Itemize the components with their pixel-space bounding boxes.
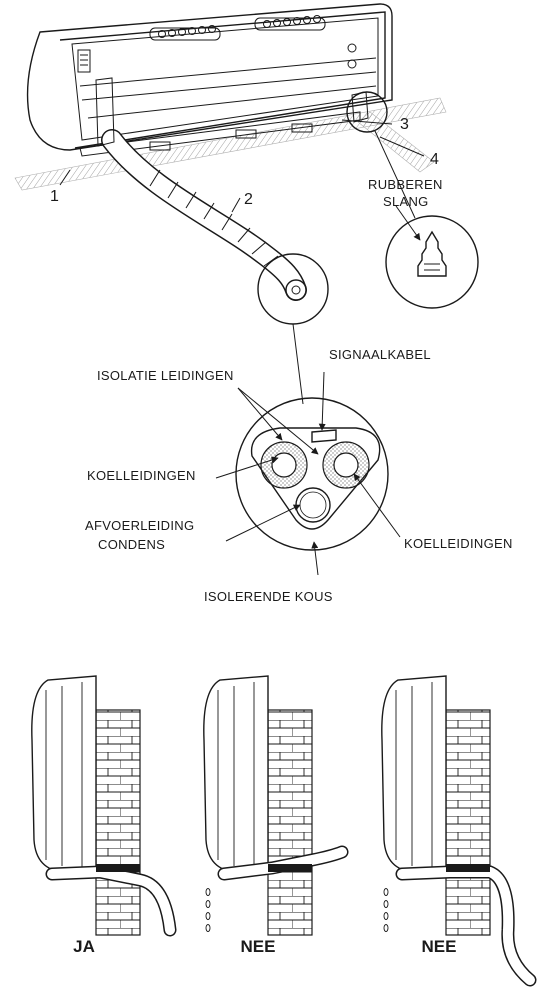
rubber-hose-detail-circle [385, 215, 479, 309]
wall-penetration [446, 864, 490, 872]
water-drip [205, 924, 211, 932]
refrigerant-pipe-left [271, 452, 297, 478]
wall-section-hatch-right [357, 111, 435, 173]
refrigerant-pipes-label-right: KOELLEIDINGEN [404, 536, 513, 551]
callout-1: 1 [50, 188, 59, 205]
signal-cable [311, 429, 337, 443]
water-drip [383, 912, 389, 920]
panel-3 [381, 675, 537, 987]
water-drip [383, 888, 389, 896]
refrigerant-pipe-right [333, 452, 359, 478]
drain-label-line1: AFVOERLEIDING [85, 518, 194, 533]
wall-penetration [96, 864, 140, 872]
pipe-wrap-bands [149, 169, 279, 267]
pipe-route [219, 847, 347, 879]
drain-label-line2: CONDENS [98, 537, 165, 552]
callout-2: 2 [244, 191, 253, 208]
brick-wall [95, 709, 141, 936]
pipe-insulation-label: ISOLATIE LEIDINGEN [97, 368, 234, 383]
wall-penetration [268, 864, 312, 872]
cross-section-circle [235, 397, 389, 551]
pipe-route [47, 866, 175, 935]
signal-cable-label: SIGNAALKABEL [329, 347, 431, 362]
verdict-ja: JA [73, 937, 95, 956]
brick-wall [445, 709, 491, 936]
verdict-nee-1: NEE [241, 937, 276, 956]
water-drip [205, 912, 211, 920]
pipe-route [397, 867, 535, 985]
panel-2 [203, 675, 349, 936]
insulating-sleeve-label: ISOLERENDE KOUS [204, 589, 333, 604]
water-drip [383, 900, 389, 908]
indoor-unit-side [31, 675, 97, 873]
indoor-unit-rear-view [14, 3, 479, 325]
refrigerant-pipes-label-left: KOELLEIDINGEN [87, 468, 196, 483]
water-drip [205, 900, 211, 908]
rubber-hose-nozzle [417, 230, 447, 277]
unit-housing [26, 3, 393, 151]
water-drip [383, 924, 389, 932]
water-drip [205, 888, 211, 896]
mounting-clips [149, 15, 326, 41]
indoor-unit-side [203, 675, 269, 873]
drain-magnifier-small [346, 91, 388, 133]
condensate-drain-pipe [295, 487, 331, 523]
callout-3: 3 [400, 116, 409, 133]
slope-comparison [31, 675, 537, 987]
insulating-sleeve-shape [250, 427, 381, 530]
verdict-nee-2: NEE [422, 937, 457, 956]
indoor-unit-side [381, 675, 447, 873]
callout-4: 4 [430, 151, 439, 168]
brick-wall [267, 709, 313, 936]
panel-1 [31, 675, 177, 937]
pipe-cross-section [235, 397, 389, 551]
rubber-hose-label-line1: RUBBEREN [368, 177, 443, 192]
rubber-hose-label-line2: SLANG [383, 194, 429, 209]
